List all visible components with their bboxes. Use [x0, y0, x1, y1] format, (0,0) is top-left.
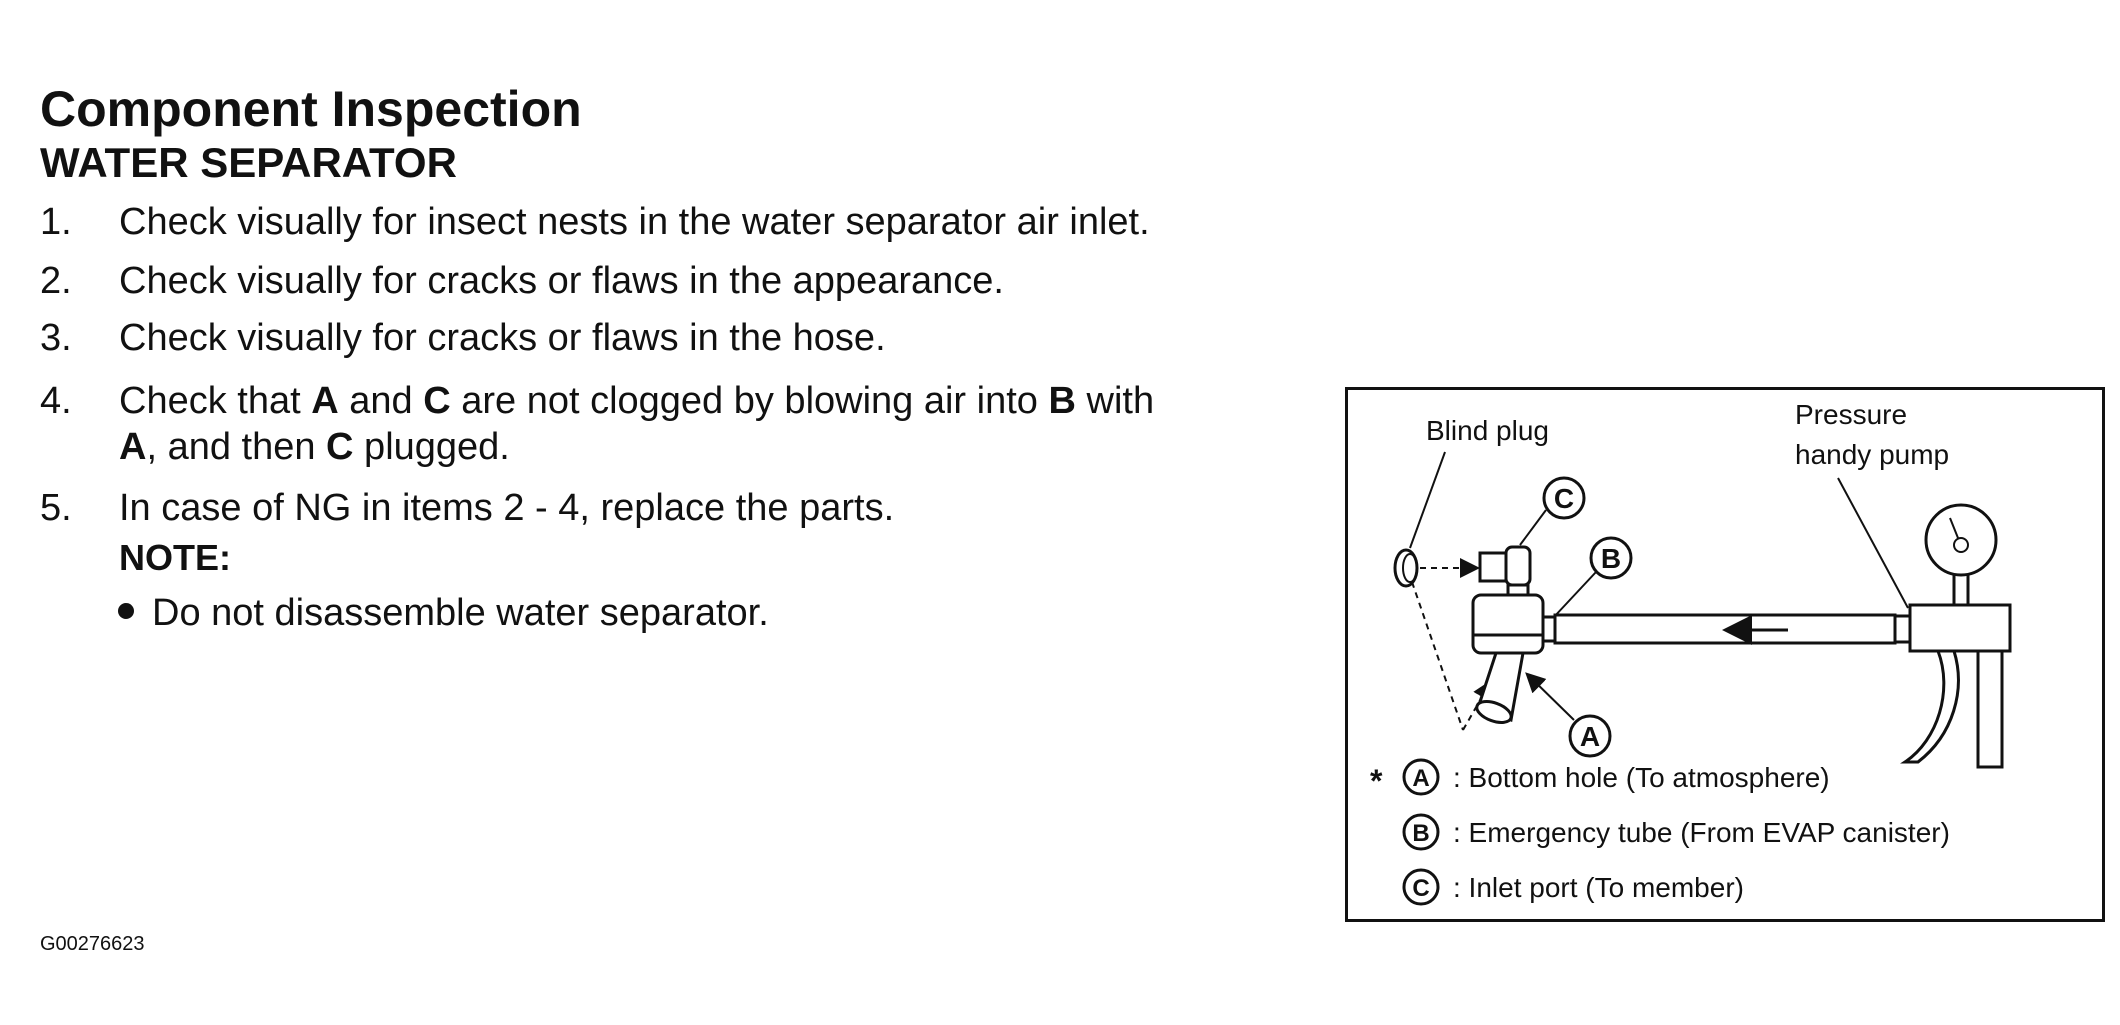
step-text: Check that A and C are not clogged by bl…: [119, 378, 1369, 470]
pressure-pump-icon: [1837, 477, 2012, 769]
note-bullet: Do not disassemble water separator.: [118, 590, 769, 636]
blind-plug-icon: [1393, 451, 1492, 731]
note-heading: NOTE:: [119, 537, 231, 578]
callout-b-letter: B: [1601, 543, 1621, 574]
legend-item: C : Inlet port (To member): [1402, 868, 1744, 906]
blind-plug-label: Blind plug: [1426, 415, 1549, 446]
callout-a-ref: A: [119, 426, 147, 468]
callout-c: C: [1519, 476, 1586, 546]
step-item: 4. Check that A and C are not clogged by…: [40, 378, 1340, 470]
legend-letter: B: [1412, 820, 1429, 847]
step-text: Check visually for cracks or flaws in th…: [119, 317, 886, 359]
step-text-fragment: Check that: [119, 380, 312, 422]
legend-text: : Bottom hole (To atmosphere): [1453, 762, 1830, 793]
reference-code: G00276623: [40, 933, 145, 955]
step-number: 4.: [40, 380, 72, 422]
callout-c-ref: C: [326, 426, 354, 468]
callout-b-ref: B: [1048, 380, 1076, 422]
callout-c-letter: C: [1554, 483, 1574, 514]
legend-item: B : Emergency tube (From EVAP canister): [1402, 813, 1950, 851]
step-text: Check visually for cracks or flaws in th…: [119, 260, 1004, 302]
callout-a: A: [1525, 672, 1612, 758]
legend-text: : Inlet port (To member): [1453, 872, 1744, 903]
step-text-fragment: and: [338, 380, 424, 422]
legend-letter: A: [1412, 765, 1429, 792]
step-text-fragment: plugged.: [353, 426, 510, 468]
inspection-figure: Blind plug Pressure handy pump: [1345, 387, 2105, 922]
callout-a-letter: A: [1580, 721, 1600, 752]
step-number: 5.: [40, 487, 72, 529]
step-number: 1.: [40, 201, 72, 243]
step-text-fragment: with: [1075, 380, 1155, 422]
legend-text: : Emergency tube (From EVAP canister): [1453, 817, 1950, 848]
step-number: 3.: [40, 317, 72, 359]
note-text: Do not disassemble water separator.: [152, 592, 769, 634]
callout-a-ref: A: [311, 380, 339, 422]
step-text: Check visually for insect nests in the w…: [119, 201, 1150, 243]
callout-b: B: [1552, 536, 1633, 619]
pump-label-line1: Pressure: [1795, 399, 1907, 430]
step-text-fragment: are not clogged by blowing air into: [450, 380, 1049, 422]
bullet-icon: [118, 603, 134, 619]
water-separator-icon: [1471, 545, 1557, 724]
step-text: In case of NG in items 2 - 4, replace th…: [119, 487, 895, 529]
tube-icon: [1553, 613, 1897, 645]
callout-c-ref: C: [423, 380, 451, 422]
pump-label-line2: handy pump: [1795, 439, 1949, 470]
section-title: WATER SEPARATOR: [40, 139, 457, 186]
step-text-fragment: , and then: [146, 426, 327, 468]
figure-illustration: Blind plug Pressure handy pump: [1370, 399, 2012, 906]
figure-legend: * A : Bottom hole (To atmosphere) B : Em…: [1370, 758, 1950, 906]
step-number: 2.: [40, 260, 72, 302]
page-title: Component Inspection: [40, 81, 582, 137]
legend-asterisk: *: [1370, 763, 1383, 799]
legend-item: A : Bottom hole (To atmosphere): [1402, 758, 1830, 796]
legend-letter: C: [1412, 875, 1429, 902]
